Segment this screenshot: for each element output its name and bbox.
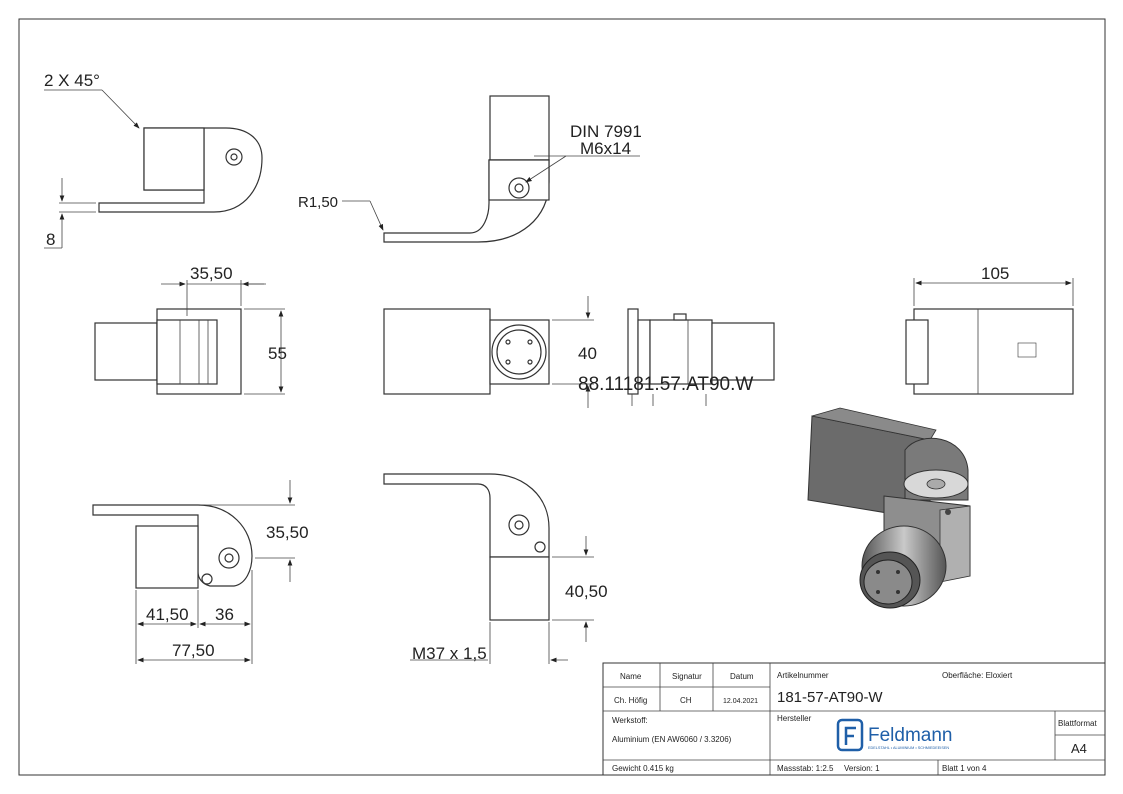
dim-height-55: 55: [268, 344, 287, 363]
signature: CH: [680, 696, 692, 705]
view-side-top-left: [44, 89, 263, 249]
dim-height-40: 40: [578, 344, 597, 363]
brand-tagline: EDELSTAHL • ALUMINIUM • SCHMIEDEEISEN: [868, 746, 949, 750]
brand-name: Feldmann: [868, 725, 953, 746]
dim-36: 36: [215, 605, 234, 624]
dim-77-50: 77,50: [172, 641, 215, 660]
view-rear: [627, 308, 775, 406]
massstab: Massstab: 1:2.5: [777, 764, 834, 773]
version: Version: 1: [844, 764, 880, 773]
blatt: Blatt 1 von 4: [942, 764, 987, 773]
dim-length-105: 105: [981, 264, 1009, 283]
dim-40-50: 40,50: [565, 582, 608, 601]
blattformat-value: A4: [1071, 741, 1087, 756]
dim-radius: R1,50: [298, 194, 338, 211]
artikel-label: Artikelnummer: [777, 671, 829, 680]
blattformat-label: Blattformat: [1058, 719, 1097, 728]
view-front-left: [94, 280, 285, 395]
hdr-datum: Datum: [730, 672, 754, 681]
dim-screw: M6x14: [580, 139, 631, 158]
part-reference: 88.11181.57.AT90.W: [578, 374, 753, 395]
dim-thickness: 8: [46, 230, 55, 249]
werkstoff-value: Aluminium (EN AW6060 / 3.3206): [612, 735, 732, 744]
werkstoff-label: Werkstoff:: [612, 716, 648, 725]
hdr-name: Name: [620, 672, 642, 681]
oberflaeche: Oberfläche: Eloxiert: [942, 671, 1013, 680]
view-side-top-center: [342, 95, 640, 243]
title-block: Name Signatur Datum Ch. Höfig CH 12.04.2…: [602, 662, 1106, 776]
view-bottom-left: [92, 480, 295, 664]
date: 12.04.2021: [723, 698, 758, 705]
view-front-center: [383, 296, 594, 408]
dim-41-50: 41,50: [146, 605, 189, 624]
hersteller-label: Hersteller: [777, 714, 812, 723]
feldmann-logo: Feldmann EDELSTAHL • ALUMINIUM • SCHMIED…: [836, 718, 953, 752]
dim-width-top: 35,50: [190, 264, 233, 283]
dim-thread: M37 x 1,5: [412, 644, 487, 663]
gewicht: Gewicht 0.415 kg: [612, 764, 674, 773]
drawn-by: Ch. Höfig: [614, 696, 647, 705]
view-bottom-center: [383, 473, 594, 664]
view-right: [905, 278, 1074, 395]
dim-height-bottom-left: 35,50: [266, 523, 309, 542]
dim-din: DIN 7991: [570, 122, 642, 141]
isometric-render: [807, 407, 971, 609]
article-number: 181-57-AT90-W: [777, 689, 883, 706]
dim-chamfer: 2 X 45°: [44, 71, 100, 90]
drawing-frame: [18, 18, 1106, 776]
hdr-signatur: Signatur: [672, 672, 702, 681]
